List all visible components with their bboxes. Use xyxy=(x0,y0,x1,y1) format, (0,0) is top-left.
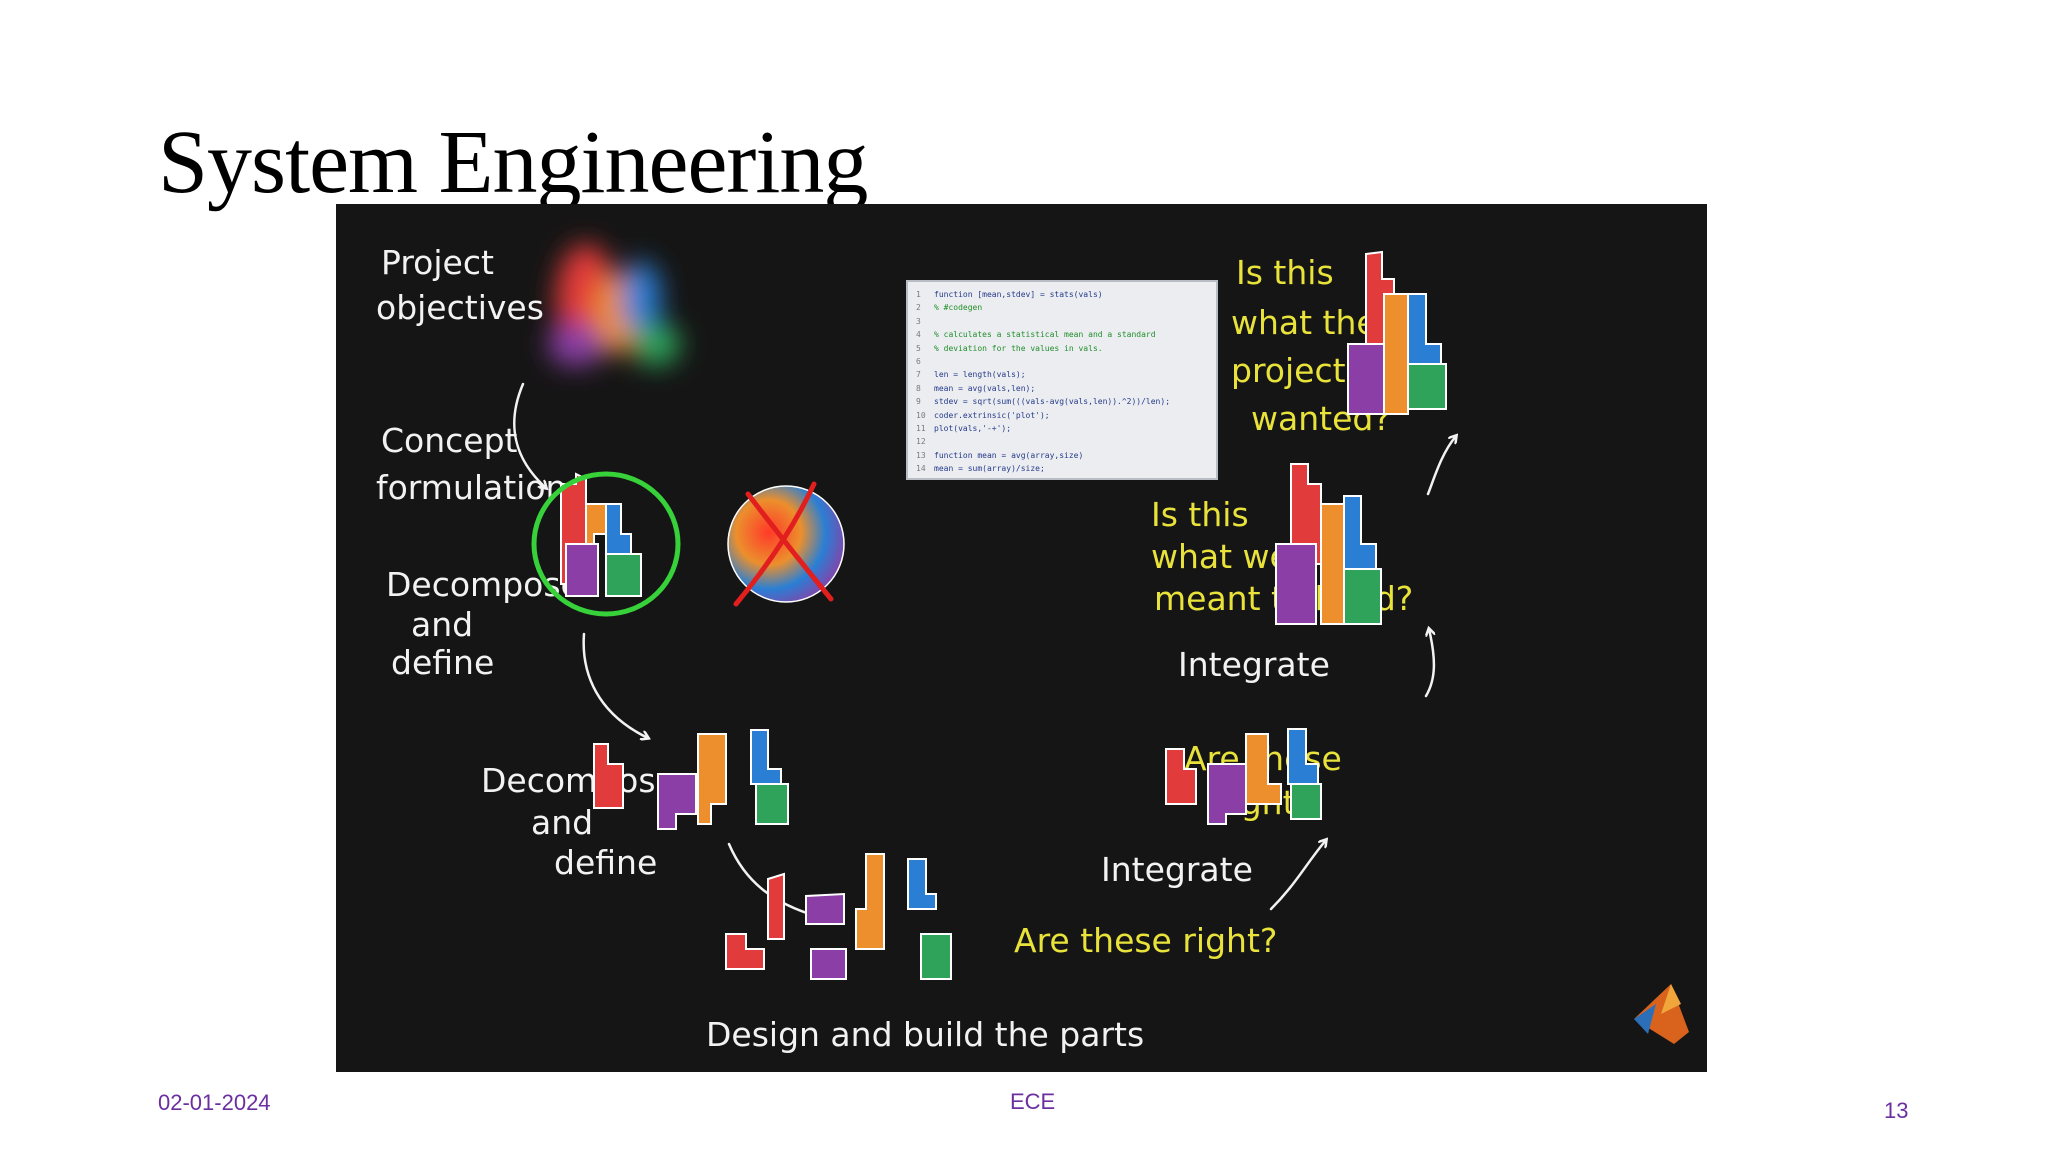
code-line-text: plot(vals,'-+'); xyxy=(934,424,1012,434)
code-line-text: % deviation for the values in vals. xyxy=(934,343,1103,353)
code-line: 3 xyxy=(916,315,1208,328)
integrated-parts-mid xyxy=(1275,463,1382,625)
integrated-parts-final xyxy=(1347,250,1447,415)
code-line: 4 % calculates a statistical mean and a s… xyxy=(916,328,1208,341)
code-line-number: 14 xyxy=(916,464,926,474)
label-define-1: define xyxy=(391,643,494,682)
code-line-number: 6 xyxy=(916,357,921,367)
code-line: 2 % #codegen xyxy=(916,301,1208,314)
code-line-number: 12 xyxy=(916,437,926,447)
code-line: 11 plot(vals,'-+'); xyxy=(916,422,1208,435)
slide-title: System Engineering xyxy=(158,113,868,212)
project-objectives-blob xyxy=(548,244,680,366)
label-integrate-upper: Integrate xyxy=(1178,645,1330,684)
code-line-number: 9 xyxy=(916,397,921,407)
rejected-concept xyxy=(727,481,845,607)
integrated-parts-lower xyxy=(1165,728,1322,825)
label-concept: Concept xyxy=(381,421,518,460)
built-parts xyxy=(725,853,952,980)
code-line-number: 10 xyxy=(916,410,926,420)
label-formulation: formulation xyxy=(376,468,566,507)
arrow-decompose-to-parts xyxy=(727,842,816,916)
label-design-build: Design and build the parts xyxy=(706,1015,1144,1054)
code-line: 9 stdev = sqrt(sum(((vals-avg(vals,len)).… xyxy=(916,395,1208,408)
code-line-number: 11 xyxy=(916,424,926,434)
label-project-r: project xyxy=(1231,351,1346,390)
code-line-number: 5 xyxy=(916,343,921,353)
code-line-number: 8 xyxy=(916,383,921,393)
code-line: 5 % deviation for the values in vals. xyxy=(916,342,1208,355)
code-line-number: 4 xyxy=(916,330,921,340)
code-line-text: coder.extrinsic('plot'); xyxy=(934,410,1050,420)
label-integrate-lower: Integrate xyxy=(1101,850,1253,889)
footer-center: ECE xyxy=(1010,1089,1056,1114)
code-line-text: stdev = sqrt(sum(((vals-avg(vals,len)).^… xyxy=(934,397,1171,407)
label-define-2: define xyxy=(554,843,657,882)
code-line-text: function [mean,stdev] = stats(vals) xyxy=(934,290,1103,299)
arrow-integrate-upper xyxy=(1426,629,1434,698)
code-line: 10 coder.extrinsic('plot'); xyxy=(916,409,1208,422)
matlab-logo-icon xyxy=(1634,984,1689,1044)
code-line-number: 1 xyxy=(916,290,921,299)
arrow-to-project-check xyxy=(1426,436,1456,496)
system-engineering-diagram: Project objectives Concept formulation D… xyxy=(336,204,1707,1072)
arrow-objectives-to-concept xyxy=(513,382,546,488)
code-line-text: len = length(vals); xyxy=(934,370,1026,380)
code-line-text: % calculates a statistical mean and a st… xyxy=(934,330,1156,340)
label-and-2: and xyxy=(531,803,593,842)
label-is-this-1: Is this xyxy=(1151,495,1249,534)
label-decompose-1: Decompose xyxy=(386,565,581,604)
code-line: 14 mean = sum(array)/size; xyxy=(916,462,1208,475)
code-line-text: % #codegen xyxy=(934,303,983,313)
code-line: 1 function [mean,stdev] = stats(vals) xyxy=(916,288,1208,301)
code-line: 7 len = length(vals); xyxy=(916,368,1208,381)
code-line: 8 mean = avg(vals,len); xyxy=(916,382,1208,395)
footer-page-number: 13 xyxy=(1884,1098,1909,1123)
label-what-the: what the xyxy=(1231,303,1377,342)
label-is-this-2: Is this xyxy=(1236,253,1334,292)
label-objectives: objectives xyxy=(376,288,544,327)
code-line-text: function mean = avg(array,size) xyxy=(934,450,1084,460)
code-line: 13 function mean = avg(array,size) xyxy=(916,449,1208,462)
label-decompose-2: Decompose xyxy=(481,761,676,800)
code-line: 12 xyxy=(916,435,1208,448)
label-are-these-right-lower: Are these right? xyxy=(1014,921,1277,960)
code-line-number: 3 xyxy=(916,316,921,326)
arrow-parts-to-integrate xyxy=(1269,840,1326,911)
approve-circle-icon xyxy=(531,471,681,617)
reject-cross-icon xyxy=(733,481,834,607)
code-line-text: mean = avg(vals,len); xyxy=(934,383,1036,393)
label-what-we: what we xyxy=(1151,537,1290,576)
code-line-number: 2 xyxy=(916,303,921,313)
code-line-number: 7 xyxy=(916,370,921,380)
code-line-number: 13 xyxy=(916,450,926,460)
label-and-1: and xyxy=(411,605,473,644)
code-line-text: mean = sum(array)/size; xyxy=(934,464,1045,474)
approved-concept xyxy=(531,471,681,617)
label-project: Project xyxy=(381,243,494,282)
code-line: 6 xyxy=(916,355,1208,368)
footer-date: 02-01-2024 xyxy=(158,1090,271,1115)
decomposed-parts-left xyxy=(593,729,789,830)
code-snippet: 1 function [mean,stdev] = stats(vals) 2 % #… xyxy=(906,280,1218,480)
arrow-concept-to-decompose xyxy=(582,632,648,738)
